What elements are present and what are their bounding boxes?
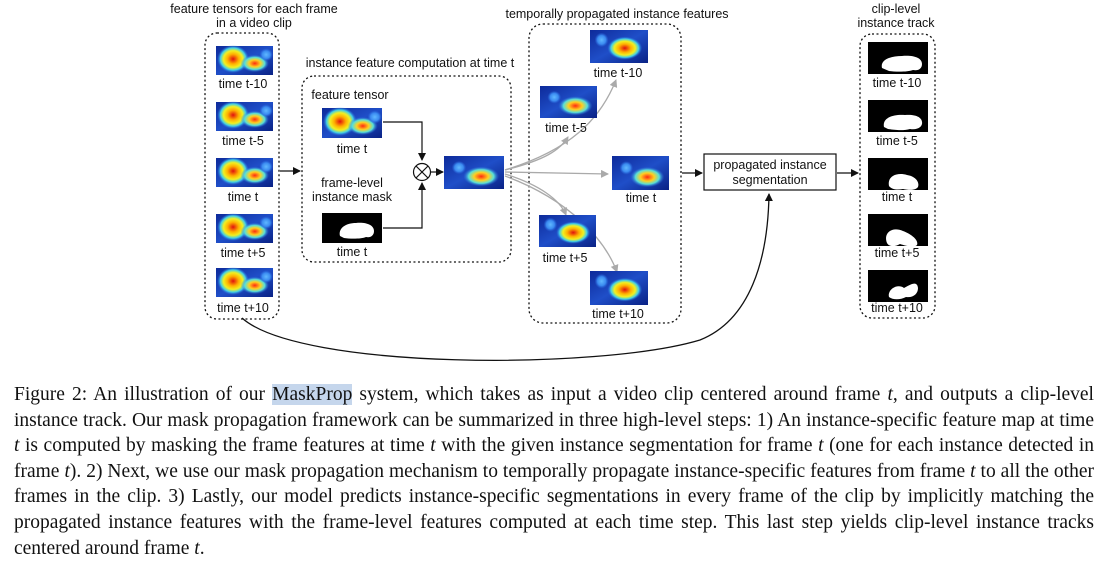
track-frame-label: time t+5 bbox=[875, 246, 920, 260]
instance-feature-thumbnail bbox=[444, 156, 504, 189]
feature-heatmap bbox=[444, 156, 504, 189]
feature-tensor-label: feature tensor bbox=[311, 88, 388, 102]
feature-heatmap bbox=[590, 30, 648, 63]
feature-heatmap bbox=[322, 107, 382, 138]
caption-variable: t bbox=[194, 537, 200, 559]
compute-group-title: instance feature computation at time t bbox=[306, 56, 515, 70]
frame-features-skip-arrow bbox=[241, 193, 773, 361]
caption-text: is computed by masking the frame feature… bbox=[19, 435, 431, 457]
mask-to-mask-op-arrow bbox=[383, 182, 426, 229]
instance-mask-time: time t bbox=[337, 245, 368, 259]
track-mask bbox=[868, 42, 928, 74]
input-frames-group bbox=[204, 32, 280, 320]
caption-text: system, which takes as input a video cli… bbox=[352, 384, 888, 405]
feature-heatmap bbox=[540, 86, 597, 118]
caption-text: with the given instance segmentation for… bbox=[435, 435, 819, 457]
caption-text: (one for each instance detected in frame bbox=[14, 435, 1094, 482]
feature-to-mask-op-arrow bbox=[383, 121, 426, 161]
propagated-feature-thumbnails bbox=[539, 30, 669, 305]
propagated-frame-label: time t-10 bbox=[594, 66, 643, 80]
caption-variable: t bbox=[818, 435, 824, 457]
caption-variable: t bbox=[970, 460, 976, 482]
propagated-frame-label: time t-5 bbox=[545, 121, 587, 135]
feature-heatmap bbox=[216, 45, 273, 75]
feature-heatmap bbox=[216, 213, 273, 243]
caption-label: Figure 2: bbox=[14, 384, 88, 405]
propagated-group bbox=[528, 23, 682, 324]
track-frame-label: time t bbox=[882, 190, 913, 204]
track-mask-thumbnails bbox=[868, 42, 928, 302]
propagated-frame-label: time t bbox=[626, 191, 657, 205]
propagation-arrows bbox=[504, 79, 619, 273]
input-frame-label: time t bbox=[228, 190, 259, 204]
propagated-frame-label: time t+5 bbox=[543, 251, 588, 265]
caption-variable: t bbox=[14, 435, 20, 457]
input-frame-label: time t-10 bbox=[219, 77, 268, 91]
track-mask bbox=[868, 158, 928, 190]
caption-highlight-maskprop: MaskProp bbox=[272, 384, 353, 405]
caption-text: , and outputs a clip-level instance trac… bbox=[14, 384, 1094, 431]
feature-tensor-time: time t bbox=[337, 142, 368, 156]
caption-text: ). 2) Next, we use our mask propagation … bbox=[69, 460, 971, 482]
feature-heatmap bbox=[539, 215, 596, 247]
input-frame-labels: time t-10 time t-5 time t time t+5 time … bbox=[217, 77, 269, 315]
track-frame-label: time t-10 bbox=[873, 76, 922, 90]
feature-heatmap bbox=[216, 157, 273, 187]
track-frame-label: time t+10 bbox=[871, 301, 923, 315]
caption-variable: t bbox=[430, 435, 436, 457]
figure-caption: Figure 2: An illustration of our MaskPro… bbox=[14, 382, 1094, 561]
multiply-operator-icon bbox=[412, 162, 432, 182]
feature-heatmap bbox=[612, 156, 669, 190]
caption-text: to all the other frames in the clip. 3) … bbox=[14, 460, 1094, 559]
input-frame-thumbnails bbox=[216, 45, 273, 297]
feature-tensor-thumbnail bbox=[322, 107, 382, 138]
track-frame-label: time t-5 bbox=[876, 134, 918, 148]
caption-text: An illustration of our bbox=[87, 384, 273, 405]
feature-heatmap bbox=[216, 101, 273, 131]
feature-heatmap bbox=[216, 267, 273, 297]
track-frame-labels: time t-10 time t-5 time t time t+5 time … bbox=[871, 76, 923, 315]
propagated-frame-label: time t+10 bbox=[592, 307, 644, 321]
track-group bbox=[859, 33, 936, 319]
track-mask bbox=[868, 214, 928, 247]
track-mask bbox=[868, 100, 928, 132]
input-frame-label: time t-5 bbox=[222, 134, 264, 148]
caption-variable: t bbox=[887, 384, 893, 405]
feature-heatmap bbox=[590, 271, 648, 305]
caption-variable: t bbox=[64, 460, 70, 482]
input-frame-label: time t+5 bbox=[221, 246, 266, 260]
propagated-frame-labels: time t-10 time t-5 time t time t+5 time … bbox=[543, 66, 657, 321]
propagated-group-title: temporally propagated instance features bbox=[505, 7, 728, 21]
caption-text: . bbox=[199, 537, 205, 559]
input-frame-label: time t+10 bbox=[217, 301, 269, 315]
instance-mask-thumbnail bbox=[322, 213, 382, 243]
track-mask bbox=[868, 270, 928, 302]
